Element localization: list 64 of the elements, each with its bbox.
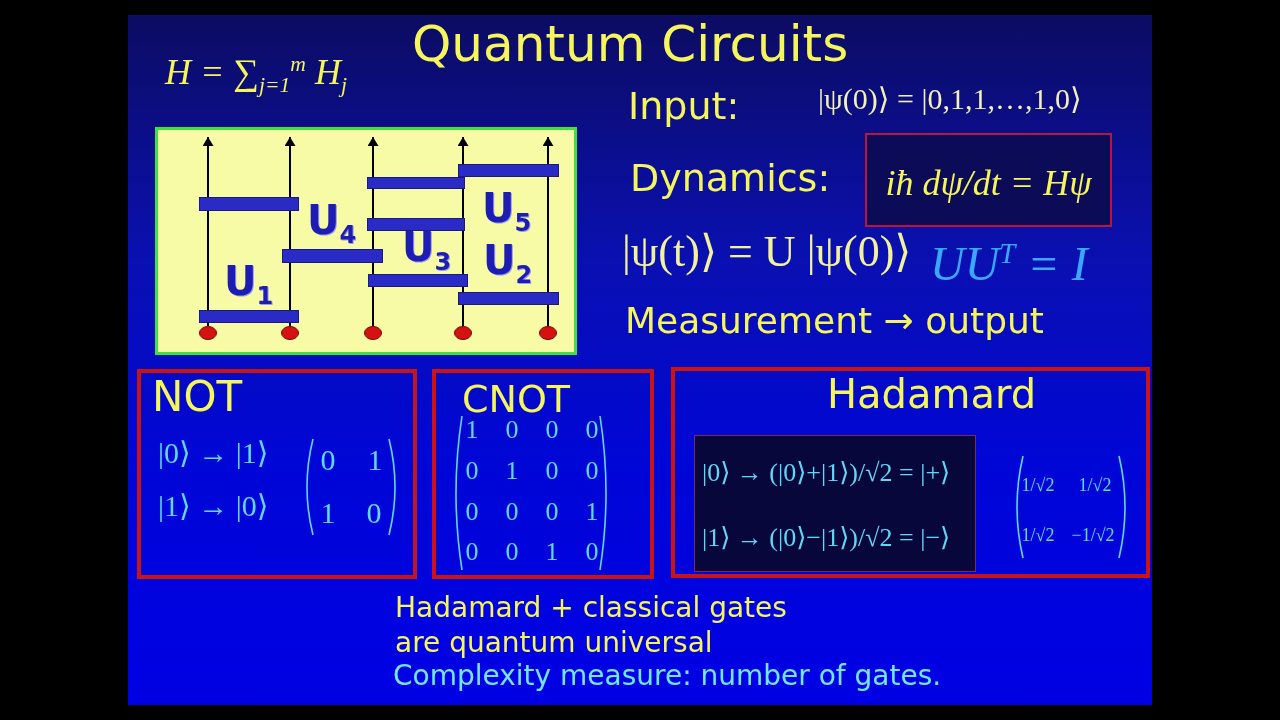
qubit-dot <box>281 326 299 340</box>
equation: |1⟩ → |0⟩ <box>158 489 269 524</box>
matrix-entry: 0 <box>320 442 336 478</box>
wire-arrow <box>203 136 213 327</box>
matrix-entry: 1 <box>367 442 383 478</box>
gate-bar <box>458 164 559 177</box>
panel-heading: Hadamard <box>827 371 1037 417</box>
gate-panel <box>671 367 1150 578</box>
text-label: Dynamics: <box>630 157 831 201</box>
equation: iħ dψ/dt = Hψ <box>885 162 1092 205</box>
text-label: Input: <box>628 85 740 129</box>
gate-panel <box>137 369 417 579</box>
gate-bar <box>368 274 468 287</box>
equation: |0⟩ → |1⟩ <box>158 436 269 471</box>
gate-label: U$_{4}$ <box>307 197 357 250</box>
matrix-entry: 0 <box>505 536 519 567</box>
matrix-entry: 1/√2 <box>1078 474 1112 496</box>
matrix-entry: 0 <box>465 455 479 486</box>
matrix-entry: 1 <box>320 495 336 531</box>
text-label: Measurement → output <box>625 300 1044 342</box>
equation: |ψ(t)⟩ = U |ψ(0)⟩ <box>622 227 912 278</box>
qubit-dot <box>199 326 217 340</box>
matrix-entry: 0 <box>366 495 382 531</box>
matrix-entry: 1 <box>545 536 559 567</box>
matrix-entry: 0 <box>505 496 519 527</box>
note-text: Hadamard + classical gates are quantum universal <box>395 590 788 660</box>
gate-bar <box>367 218 465 231</box>
equation: |ψ(0)⟩ = |0,1,1,…,1,0⟩ <box>818 82 1082 117</box>
equation: |1⟩ → (|0⟩−|1⟩)/√2 = |−⟩ <box>702 523 951 553</box>
gate-label: U$_{5}$ <box>482 185 532 238</box>
gate-label: U$_{3}$ <box>402 224 452 277</box>
gate-label: U$_{2}$ <box>483 237 533 290</box>
gate-bar <box>199 310 299 323</box>
gate-panel <box>432 369 654 579</box>
circuit-diagram-panel <box>155 127 577 355</box>
matrix-entry: 0 <box>465 536 479 567</box>
matrix-entry: 0 <box>585 414 599 445</box>
gate-bar <box>458 292 559 305</box>
panel-heading: NOT <box>152 373 243 422</box>
gate-label: U$_{1}$ <box>224 258 274 311</box>
matrix-entry: 1 <box>585 496 599 527</box>
gate-bar <box>282 249 383 263</box>
gate-bar <box>367 177 465 189</box>
matrix-entry: 0 <box>545 496 559 527</box>
matrix-entry: 0 <box>585 536 599 567</box>
equation: UU$^{T}$ = I <box>930 236 1088 292</box>
matrix-entry: 1 <box>505 455 519 486</box>
equation-box <box>694 435 976 572</box>
qubit-dot <box>364 326 382 340</box>
matrix-entry: 1/√2 <box>1021 524 1055 546</box>
math-formula: H = ∑$_{j=1}$$^{m}$ H$_{j}$ <box>165 52 347 98</box>
slide-title: Quantum Circuits <box>412 16 849 74</box>
matrix-entry: 0 <box>545 455 559 486</box>
equation-box <box>865 133 1112 227</box>
equation: |0⟩ → (|0⟩+|1⟩)/√2 = |+⟩ <box>702 458 951 488</box>
note-text: Complexity measure: number of gates. <box>393 660 942 693</box>
qubit-dot <box>454 326 472 340</box>
qubit-dot <box>539 326 557 340</box>
matrix-entry: 0 <box>465 496 479 527</box>
matrix-entry: 0 <box>585 455 599 486</box>
gate-bar <box>199 197 299 211</box>
matrix-entry: −1/√2 <box>1071 524 1115 546</box>
wire-arrow <box>543 136 553 327</box>
matrix-entry: 1/√2 <box>1021 474 1055 496</box>
